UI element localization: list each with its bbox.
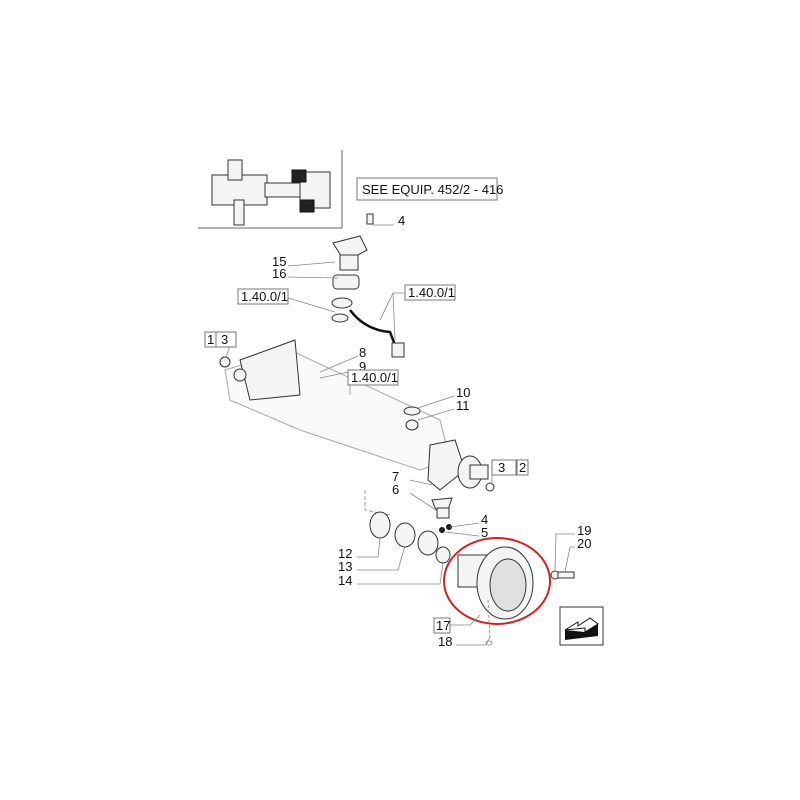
callout-7: 7 (392, 469, 399, 484)
kingpin-top-parts (331, 213, 405, 358)
overview-inset (198, 150, 343, 229)
leader-lines (225, 224, 575, 646)
callout-2[interactable]: 2 (519, 460, 526, 475)
callout-1[interactable]: 1 (207, 332, 214, 347)
callout-3-left: 3 (221, 332, 228, 347)
callout-4-mid: 4 (481, 512, 488, 527)
callout-17[interactable]: 17 (436, 618, 450, 633)
callout-13: 13 (338, 559, 352, 574)
axle-housing (219, 339, 451, 471)
callout-11: 11 (456, 398, 470, 413)
callout-15: 15 (272, 254, 286, 269)
reference-1-40-0-1-right[interactable]: 1.40.0/1 (408, 285, 455, 300)
callout-9: 9 (359, 359, 366, 374)
callout-6: 6 (392, 482, 399, 497)
reference-1-40-0-1-left[interactable]: 1.40.0/1 (241, 289, 288, 304)
reference-1-40-0-1-mid[interactable]: 1.40.0/1 (351, 370, 398, 385)
callout-10: 10 (456, 385, 470, 400)
see-equipment-note: SEE EQUIP. 452/2 - 416 (356, 177, 503, 201)
next-page-arrow-icon[interactable] (559, 606, 604, 646)
steering-knuckle (403, 406, 495, 533)
callout-4: 4 (398, 213, 405, 228)
wheel-hub (457, 546, 575, 620)
callout-8: 8 (359, 345, 366, 360)
callout-labels: 4 15 16 1.40.0/1 1.40.0/1 1 3 8 9 1.40.0… (204, 213, 591, 649)
hub-bearings (364, 490, 451, 564)
callout-19: 19 (577, 523, 591, 538)
callout-18: 18 (438, 634, 452, 649)
callout-16: 16 (272, 266, 286, 281)
callout-14: 14 (338, 573, 352, 588)
callout-5: 5 (481, 525, 488, 540)
see-equipment-text: SEE EQUIP. 452/2 - 416 (362, 182, 503, 197)
highlight-circle (443, 537, 551, 625)
callout-12: 12 (338, 546, 352, 561)
callout-3-right: 3 (498, 460, 505, 475)
callout-20: 20 (577, 536, 591, 551)
